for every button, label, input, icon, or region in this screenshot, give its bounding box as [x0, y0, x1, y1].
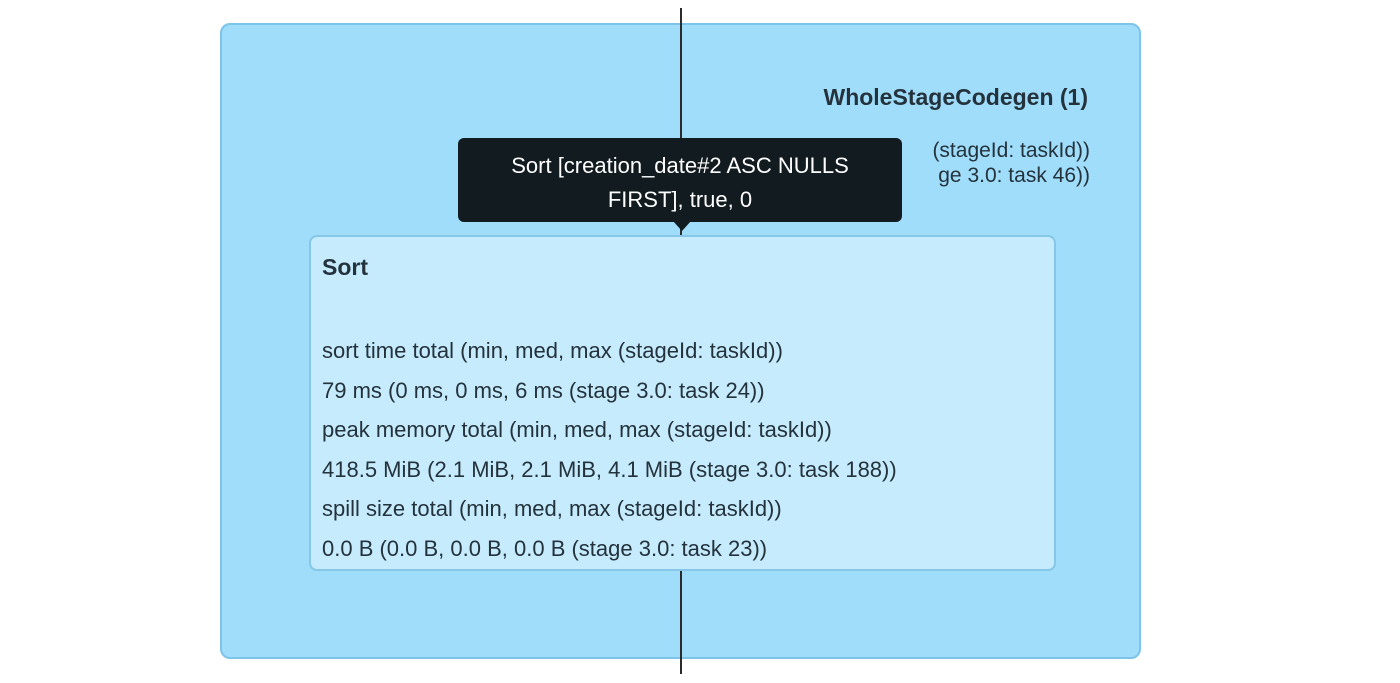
- cluster-title: WholeStageCodegen (1): [823, 84, 1088, 110]
- metric-line: 79 ms (0 ms, 0 ms, 6 ms (stage 3.0: task…: [322, 377, 765, 403]
- edge-outgoing: [680, 570, 682, 674]
- tooltip: Sort [creation_date#2 ASC NULLS FIRST], …: [458, 138, 902, 222]
- tooltip-text: Sort [creation_date#2 ASC NULLS FIRST], …: [511, 153, 849, 212]
- edge-incoming: [680, 8, 682, 236]
- metric-line: 0.0 B (0.0 B, 0.0 B, 0.0 B (stage 3.0: t…: [322, 535, 768, 561]
- node-metrics: sort time total (min, med, max (stageId:…: [322, 331, 897, 568]
- metric-line: peak memory total (min, med, max (stageI…: [322, 417, 832, 442]
- cluster-metric-line: (stageId: taskId)): [932, 139, 1090, 162]
- metric-line: spill size total (min, med, max (stageId…: [322, 496, 782, 521]
- cluster-metrics: (stageId: taskId)) ge 3.0: task 46)): [932, 138, 1090, 188]
- metric-line: sort time total (min, med, max (stageId:…: [322, 338, 783, 363]
- sort-node[interactable]: Sort sort time total (min, med, max (sta…: [309, 235, 1056, 571]
- node-title: Sort: [322, 254, 368, 280]
- tooltip-arrow: [673, 221, 691, 231]
- metric-line: 418.5 MiB (2.1 MiB, 2.1 MiB, 4.1 MiB (st…: [322, 456, 897, 482]
- cluster-metric-line: ge 3.0: task 46)): [938, 164, 1090, 187]
